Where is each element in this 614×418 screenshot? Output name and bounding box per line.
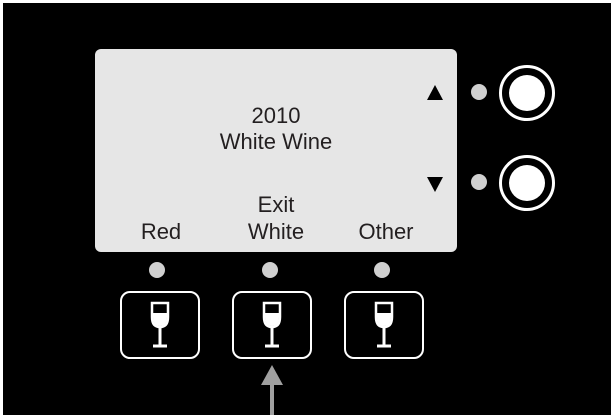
scroll-up-led <box>471 84 487 100</box>
pointer-arrow-icon <box>261 365 283 415</box>
scroll-down-indicator-icon <box>427 177 443 192</box>
other-led <box>374 262 390 278</box>
red-led <box>149 262 165 278</box>
wine-glass-icon <box>150 301 170 348</box>
scroll-down-button-cap <box>509 165 545 201</box>
lcd-display: 2010 White Wine Red Exit White Other <box>95 49 457 252</box>
scroll-up-indicator-icon <box>427 85 443 100</box>
white-led <box>262 262 278 278</box>
wine-glass-icon <box>262 301 282 348</box>
white-wine-button[interactable] <box>232 291 312 359</box>
other-wine-button[interactable] <box>344 291 424 359</box>
scroll-down-led <box>471 174 487 190</box>
soft-key-label-exit: Exit <box>257 192 295 217</box>
soft-key-label-red: Red <box>140 219 182 244</box>
vintage-year: 2010 <box>251 103 301 128</box>
wine-glass-icon <box>374 301 394 348</box>
wine-type-title: White Wine <box>219 129 333 154</box>
scroll-down-button[interactable] <box>499 155 555 211</box>
red-wine-button[interactable] <box>120 291 200 359</box>
soft-key-label-white: White <box>247 219 305 244</box>
control-panel: 2010 White Wine Red Exit White Other <box>3 3 611 415</box>
scroll-up-button-cap <box>509 75 545 111</box>
scroll-up-button[interactable] <box>499 65 555 121</box>
soft-key-label-other: Other <box>358 219 414 244</box>
